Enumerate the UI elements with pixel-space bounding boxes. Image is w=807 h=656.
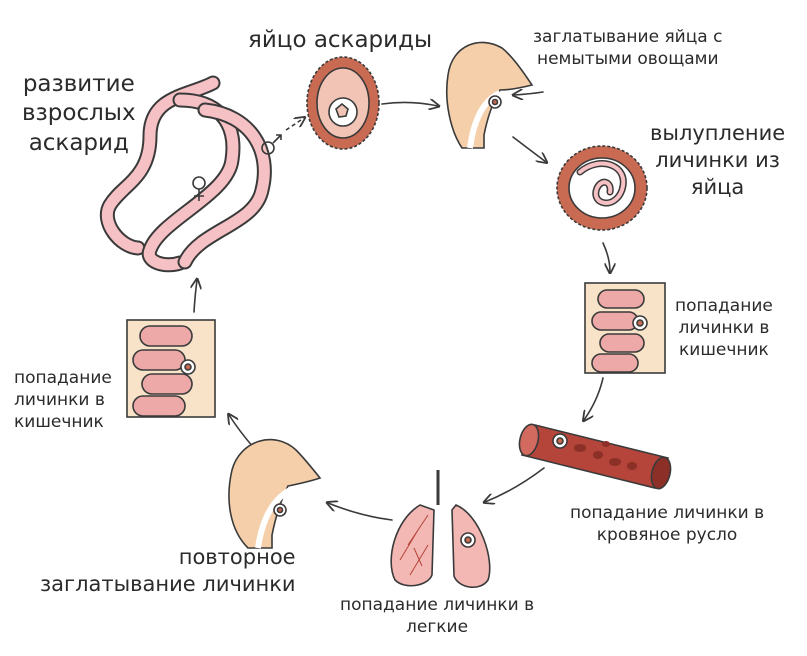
label-line: попадание личинки в <box>340 595 535 615</box>
label-line: немытыми овощами <box>536 48 719 69</box>
blood-vessel <box>518 423 672 490</box>
label-line: легкие <box>406 616 469 637</box>
label-line: аскарид <box>28 129 129 156</box>
hatching-egg <box>556 145 648 231</box>
arrow-intestine-to-blood <box>584 377 604 420</box>
label-line: повторное <box>178 545 296 569</box>
head-swallowing-egg <box>445 41 534 149</box>
arrow-egg-to-swallow <box>381 102 438 106</box>
label-line: кровяное русло <box>596 524 738 545</box>
label-lungs: попадание личинки в легкие <box>340 595 534 639</box>
label-line: заглатывание личинки <box>40 571 296 596</box>
label-line: попадание личинки в <box>570 503 765 523</box>
label-egg: яйцо аскариды <box>248 26 432 55</box>
arrow-into-mouth <box>514 92 544 95</box>
label-swallow-egg: заглатывание яйца с немытыми овощами <box>533 27 722 71</box>
label-intestine-right: попадание личинки в кишечник <box>675 296 773 361</box>
label-adults: развитие взрослых аскарид <box>22 70 136 158</box>
arrow-blood-to-lungs <box>485 467 545 502</box>
intestine-left <box>126 319 216 418</box>
label-hatching: вылупление личинки из яйца <box>650 120 785 201</box>
label-intestine-left: попадание личинки в кишечник <box>14 368 112 433</box>
label-bloodstream: попадание личинки в кровяное русло <box>570 503 764 547</box>
label-swallow-larva: повторное заглатывание личинки <box>40 544 296 598</box>
label-line: яйца <box>690 174 745 199</box>
arrow-intestine-to-adults <box>194 280 197 313</box>
arrow-lungs-to-swallow <box>328 503 393 521</box>
arrow-swallow-to-hatch <box>512 136 546 162</box>
label-line: вылупление <box>650 121 786 145</box>
arrow-male-to-egg <box>285 118 304 131</box>
label-line: кишечник <box>14 411 104 432</box>
label-line: взрослых <box>22 100 136 127</box>
head-swallowing-larva <box>228 438 322 549</box>
arrow-hatch-to-intestine <box>602 242 610 272</box>
label-line: попадание <box>14 368 112 388</box>
label-line: развитие <box>22 71 135 97</box>
label-line: попадание <box>675 296 773 316</box>
male-symbol <box>261 134 282 155</box>
label-egg-line: яйцо аскариды <box>248 27 433 53</box>
intestine-right <box>584 282 666 374</box>
adult-worms <box>99 75 272 273</box>
female-symbol <box>192 176 206 201</box>
lungs <box>390 470 491 588</box>
label-line: кишечник <box>679 339 769 360</box>
arrow-swallow-to-intestine <box>229 415 255 449</box>
label-line: личинки в <box>14 389 105 410</box>
label-line: личинки из <box>655 147 780 172</box>
label-line: личинки в <box>678 317 770 338</box>
label-line: заглатывание яйца с <box>533 27 723 47</box>
ascaris-egg <box>306 56 380 150</box>
